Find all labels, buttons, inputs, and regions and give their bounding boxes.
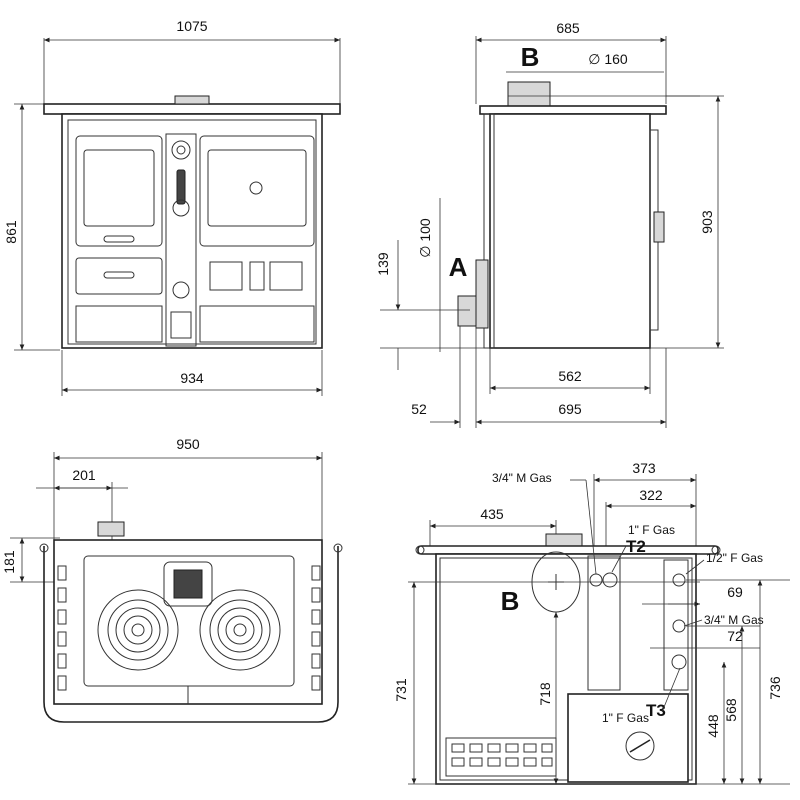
cleaning-port <box>625 731 655 761</box>
dim-448-label: 448 <box>705 714 721 738</box>
flue-diameter-label: ∅ 160 <box>588 51 628 67</box>
front-height-label: 861 <box>3 220 19 244</box>
left-door-handle <box>103 235 135 243</box>
top-width-label: 950 <box>176 436 200 452</box>
side-height-label: 903 <box>699 210 715 234</box>
side-offset-label: 52 <box>411 401 427 417</box>
inlet-letter-a: A <box>449 252 468 282</box>
front-width-bottom-label: 934 <box>180 370 204 386</box>
top-flue-stub <box>97 521 125 537</box>
dim-435-label: 435 <box>480 506 504 522</box>
hob-plate <box>53 539 323 705</box>
flue-pipe <box>507 81 551 107</box>
rear-letter-b: B <box>501 586 520 616</box>
dim-69-label: 69 <box>727 584 743 600</box>
top-view: 950 201 181 <box>1 436 343 723</box>
gas-34-m-top-label: 3/4" M Gas <box>492 471 552 485</box>
hob-flue-outlet <box>163 561 213 607</box>
air-control-knob <box>172 281 190 299</box>
dim-736-label: 736 <box>767 676 783 700</box>
gas-12-f-label: 1/2" F Gas <box>706 551 763 565</box>
side-view: 685 B ∅ 160 903 A ∅ 100 139 56 <box>375 20 724 428</box>
label-t2: T2 <box>626 537 646 556</box>
left-door <box>75 135 163 247</box>
rear-view: 373 322 435 B <box>393 460 790 785</box>
gas-1-f-bottom-label: 1" F Gas <box>602 711 649 725</box>
left-hotplate <box>97 589 179 671</box>
gas-1-f-top-label: 1" F Gas <box>628 523 675 537</box>
dim-718-label: 718 <box>537 682 553 706</box>
front-width-top-label: 1075 <box>176 18 207 34</box>
dim-72-label: 72 <box>727 628 743 644</box>
dim-731-label: 731 <box>393 678 409 702</box>
flue-collar <box>174 95 210 105</box>
flue-letter-b: B <box>521 42 540 72</box>
dim-568-label: 568 <box>723 698 739 722</box>
front-view: 1075 861 <box>3 18 341 396</box>
thermometer-dial <box>171 140 191 160</box>
inlet-diameter-label: ∅ 100 <box>417 218 433 258</box>
side-depth-top-label: 685 <box>556 20 580 36</box>
towel-rail <box>43 546 339 723</box>
side-depth-inner-label: 562 <box>558 368 582 384</box>
inlet-height-label: 139 <box>375 252 391 276</box>
top-flue-offset-y-label: 181 <box>1 550 17 574</box>
dim-322-label: 322 <box>639 487 663 503</box>
dim-373-label: 373 <box>632 460 656 476</box>
label-t3: T3 <box>646 701 666 720</box>
top-flue-offset-x-label: 201 <box>72 467 96 483</box>
side-depth-total-label: 695 <box>558 401 582 417</box>
right-hotplate <box>199 589 281 671</box>
right-door <box>199 135 315 247</box>
gas-34-m-mid-label: 3/4" M Gas <box>704 613 764 627</box>
